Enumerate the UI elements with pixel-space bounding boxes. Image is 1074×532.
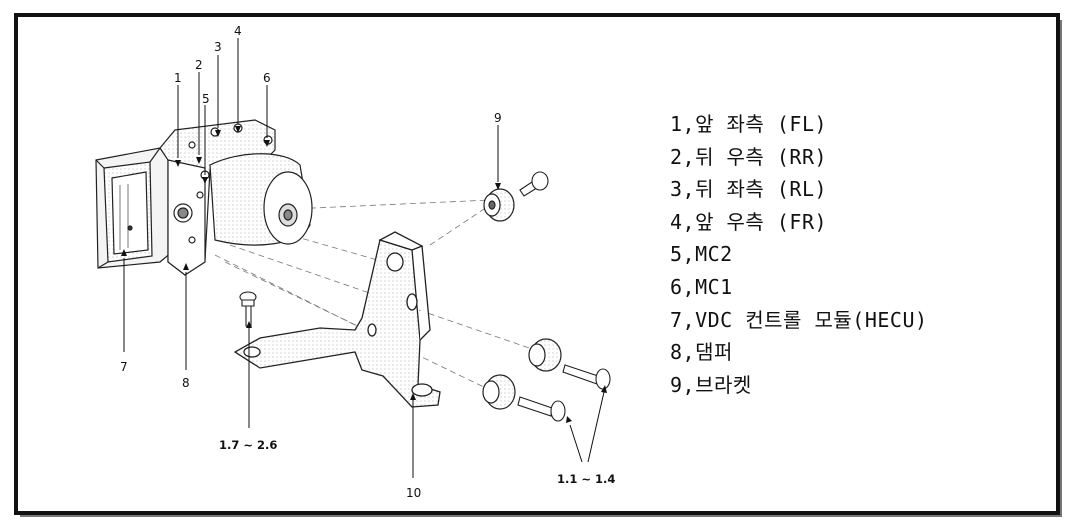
parts-legend: 1,앞 좌측 (FL) 2,뒤 우측 (RR) 3,뒤 좌측 (RL) 4,앞 … — [670, 108, 928, 401]
callout-3: 3 — [214, 40, 222, 54]
legend-item-7: 7,VDC 컨트롤 모듈(HECU) — [670, 307, 928, 332]
legend-item-4: 4,앞 우측 (FR) — [670, 209, 828, 234]
damper-bolt-bottom — [517, 396, 566, 422]
hecu-module — [95, 147, 173, 269]
legend-item-8: 8,댐퍼 — [670, 340, 733, 365]
callout-4: 4 — [234, 24, 242, 38]
bracket-bolt — [239, 291, 257, 327]
bracket — [233, 231, 441, 408]
callout-7: 7 — [120, 360, 128, 374]
damper-middle — [528, 338, 562, 372]
callout-1: 1 — [174, 71, 182, 85]
callout-9: 9 — [494, 111, 502, 125]
pump-motor — [209, 153, 313, 246]
damper-bolt-middle — [562, 364, 611, 390]
callout-6: 6 — [263, 71, 271, 85]
torque-label-bolt: 1.7 ~ 2.6 — [219, 438, 277, 452]
legend-item-5: 5,MC2 — [670, 242, 733, 267]
callout-2: 2 — [195, 58, 203, 72]
torque-label-damper-bolts: 1.1 ~ 1.4 — [557, 472, 615, 486]
damper-top — [483, 188, 515, 222]
legend-item-6: 6,MC1 — [670, 274, 733, 299]
leader-arrowheads — [121, 126, 607, 423]
legend-item-9: 9,브라켓 — [670, 372, 752, 397]
callout-5: 5 — [202, 92, 210, 106]
leader-lines — [123, 38, 605, 478]
legend-item-2: 2,뒤 우측 (RR) — [670, 144, 828, 169]
callout-8: 8 — [182, 376, 190, 390]
damper-bottom — [482, 374, 516, 410]
damper-screw-top — [519, 171, 549, 197]
legend-item-1: 1,앞 좌측 (FL) — [670, 112, 828, 136]
legend-item-3: 3,뒤 좌측 (RL) — [670, 177, 828, 202]
callout-10: 10 — [406, 486, 421, 500]
